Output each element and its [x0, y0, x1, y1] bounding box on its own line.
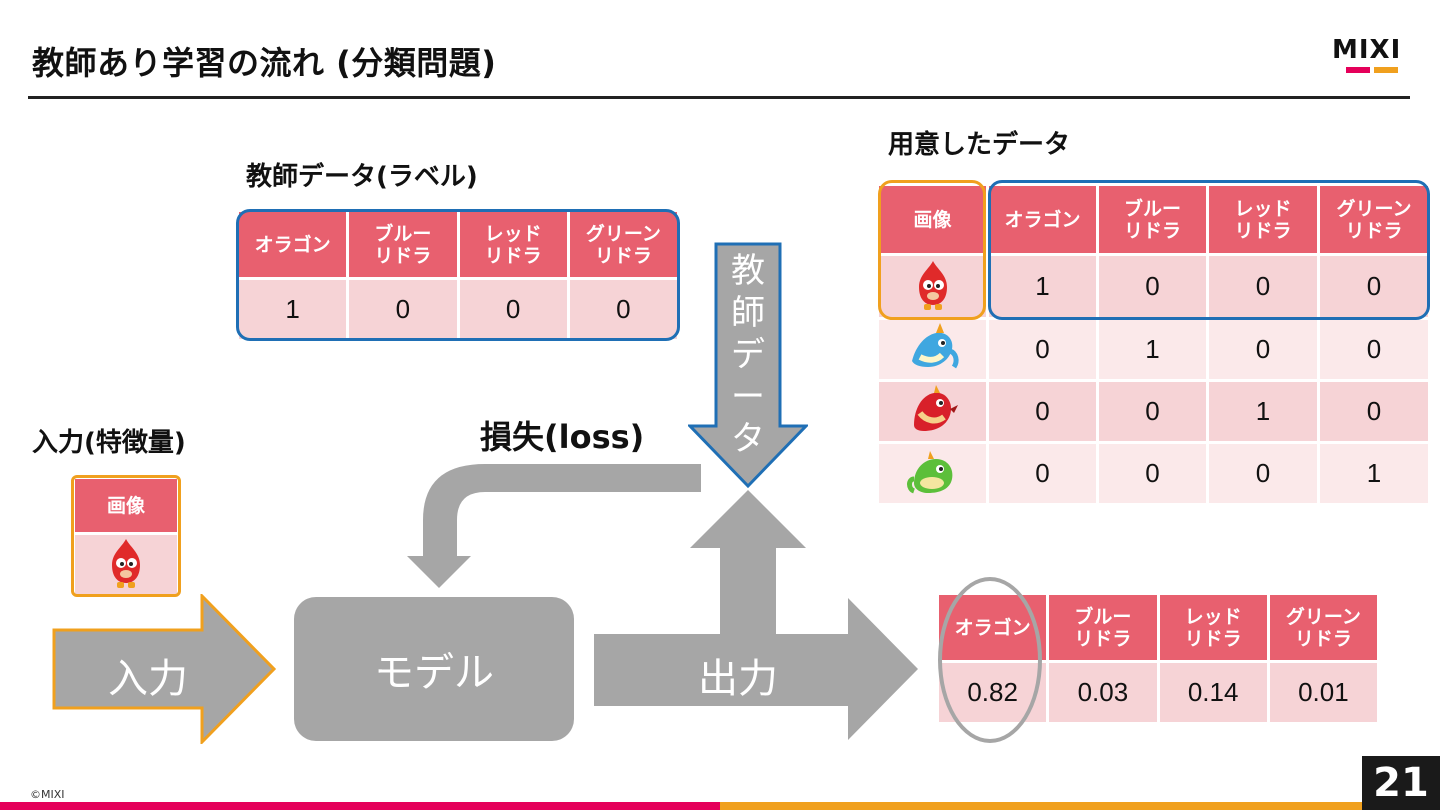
- dataset-row: 0 1 0 0: [876, 317, 1431, 382]
- slide-title: 教師あり学習の流れ (分類問題): [32, 44, 497, 82]
- output-header-cell: レッドリドラ: [1156, 592, 1270, 663]
- labels-header-cell: ブルーリドラ: [346, 209, 460, 280]
- labels-value-cell: 0: [566, 277, 681, 342]
- dataset-value-cell: 0: [1096, 441, 1209, 506]
- dataset-value-cell: 0: [1096, 379, 1209, 444]
- highlight-circle: [938, 577, 1042, 743]
- teacher-arrow-char: 師: [731, 293, 765, 333]
- output-value-cell: 0.14: [1156, 660, 1270, 725]
- oragon-monster-icon: [106, 537, 146, 593]
- dataset-value-cell: 1: [1317, 441, 1431, 506]
- dataset-value-cell: 0: [1317, 317, 1431, 382]
- dataset-table: 画像 オラゴン ブルーリドラ レッドリドラ グリーンリドラ 1 0 0 0: [876, 183, 1431, 506]
- dataset-title: 用意したデータ: [888, 130, 1071, 160]
- output-header-cell: グリーンリドラ: [1266, 592, 1381, 663]
- dataset-row: 1 0 0 0: [876, 253, 1431, 320]
- dataset-value-cell: 0: [1206, 253, 1320, 320]
- dataset-header-cell: オラゴン: [986, 183, 1099, 256]
- output-value-cell: 0.01: [1266, 660, 1381, 725]
- input-image-header: 画像: [72, 476, 180, 535]
- output-up-arrow: [690, 490, 806, 636]
- dataset-row: 0 0 0 1: [876, 441, 1431, 506]
- dataset-value-cell: 0: [1317, 379, 1431, 444]
- title-divider: [28, 96, 1410, 99]
- labels-value-cell: 0: [346, 277, 460, 342]
- dataset-image-cell: [876, 253, 989, 320]
- output-arrow-label: 出力: [698, 656, 778, 702]
- dataset-value-cell: 0: [1317, 253, 1431, 320]
- teacher-arrow-text: 教 師 デ ー タ: [724, 250, 772, 460]
- dataset-header-row: 画像 オラゴン ブルーリドラ レッドリドラ グリーンリドラ: [876, 183, 1431, 256]
- output-arrow: [594, 598, 918, 740]
- dataset-value-cell: 1: [1096, 317, 1209, 382]
- labels-table-title: 教師データ(ラベル): [246, 162, 478, 192]
- logo-orange-bar: [1374, 67, 1398, 73]
- dataset-value-cell: 0: [986, 441, 1099, 506]
- dataset-value-cell: 0: [1206, 441, 1320, 506]
- labels-value-cell: 0: [456, 277, 570, 342]
- labels-value-cell: 1: [235, 277, 350, 342]
- dataset-image-header: 画像: [876, 183, 989, 256]
- teacher-data-arrow: [688, 242, 808, 488]
- dataset-image-cell: [876, 379, 989, 444]
- blue-lidra-monster-icon: [906, 321, 960, 379]
- teacher-arrow-char: 教: [731, 251, 765, 291]
- input-arrow: [52, 594, 277, 744]
- dataset-value-cell: 0: [986, 379, 1099, 444]
- teacher-arrow-char: タ: [731, 419, 765, 459]
- teacher-arrow-char: ー: [731, 377, 765, 417]
- mixi-logo: MIXI: [1332, 36, 1412, 76]
- model-box: モデル: [294, 597, 574, 741]
- dataset-header-cell: グリーンリドラ: [1317, 183, 1431, 256]
- dataset-value-cell: 1: [986, 253, 1099, 320]
- dataset-header-cell: レッドリドラ: [1206, 183, 1320, 256]
- dataset-row: 0 0 1 0: [876, 379, 1431, 444]
- input-section-title: 入力(特徴量): [32, 428, 186, 458]
- labels-value-row: 1 0 0 0: [235, 277, 681, 342]
- logo-text: MIXI: [1332, 35, 1402, 65]
- labels-table: オラゴン ブルーリドラ レッドリドラ グリーンリドラ 1 0 0 0: [235, 209, 681, 342]
- labels-header-row: オラゴン ブルーリドラ レッドリドラ グリーンリドラ: [235, 209, 681, 280]
- footer-pink-bar: [0, 802, 720, 810]
- copyright-text: ©MIXI: [30, 788, 65, 801]
- dataset-value-cell: 0: [1206, 317, 1320, 382]
- input-image-table: 画像: [72, 476, 180, 597]
- dataset-value-cell: 0: [1096, 253, 1209, 320]
- loss-feedback-arrow: [407, 464, 701, 588]
- input-arrow-label: 入力: [108, 656, 188, 702]
- output-value-cell: 0.03: [1046, 660, 1160, 725]
- loss-label: 損失(loss): [480, 418, 645, 456]
- labels-header-cell: レッドリドラ: [456, 209, 570, 280]
- teacher-arrow-char: デ: [731, 335, 765, 375]
- footer-orange-bar: [720, 802, 1440, 810]
- dataset-image-cell: [876, 441, 989, 506]
- dataset-image-cell: [876, 317, 989, 382]
- red-lidra-monster-icon: [906, 383, 960, 441]
- output-header-cell: ブルーリドラ: [1046, 592, 1160, 663]
- labels-header-cell: オラゴン: [235, 209, 350, 280]
- logo-pink-bar: [1346, 67, 1370, 73]
- green-lidra-monster-icon: [906, 445, 960, 503]
- dataset-header-cell: ブルーリドラ: [1096, 183, 1209, 256]
- oragon-monster-icon: [913, 259, 953, 315]
- input-image-cell: [72, 532, 180, 597]
- dataset-value-cell: 1: [1206, 379, 1320, 444]
- page-number: 21: [1362, 756, 1440, 810]
- dataset-value-cell: 0: [986, 317, 1099, 382]
- labels-header-cell: グリーンリドラ: [566, 209, 681, 280]
